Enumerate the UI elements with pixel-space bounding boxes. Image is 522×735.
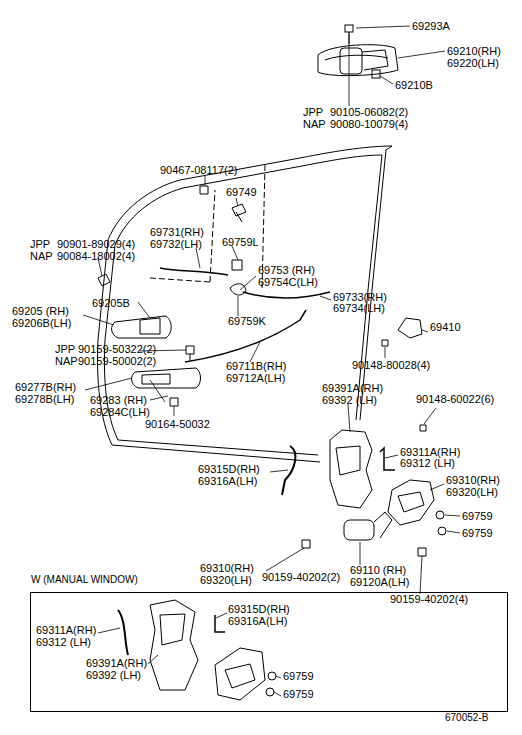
part-number: 69320(LH) [200,574,252,586]
part-number: 69753 (RH) [258,264,315,276]
part-number: 90159-50322(2) [78,343,156,355]
part-number: 69391A(RH) [322,382,383,394]
part-number: 90159-40202(4) [390,593,468,605]
part-number: 69731(RH) [150,226,204,238]
part-number: 69220(LH) [447,57,499,69]
part-number: 69210(RH) [447,45,501,57]
part-number: 69315D(RH) [228,603,290,615]
part-number: 69205 (RH) [12,305,69,317]
part-number: 69711B(RH) [226,360,286,372]
part-number: 69311A(RH) [36,624,96,636]
part-number: 90159-40202(2) [262,571,340,583]
part-number: 69759 [283,670,314,682]
market-code: NAP [303,118,326,130]
part-number: 90901-89029(4) [57,238,135,250]
part-number: 69210B [395,79,433,91]
market-code: JPP [55,343,75,355]
part-number: 69310(RH) [200,562,254,574]
fasteners [98,186,426,556]
part-number: 90084-18002(4) [57,250,135,262]
part-number: 69110 (RH) [350,564,406,576]
part-number: 69284C(LH) [90,406,150,418]
part-number: 69310(RH) [446,474,500,486]
part-number: 69205B [92,297,130,309]
part-number: 69732(LH) [150,238,202,250]
part-number: 69311A(RH) [400,446,460,458]
part-number: 69759L [222,236,259,248]
part-number: 69293A [412,20,450,32]
part-number: 69734(LH) [333,302,385,314]
part-number: 69278B(LH) [15,393,74,405]
part-number: 69312 (LH) [36,636,91,648]
part-number: 69283 (RH) [90,394,147,406]
part-number: 90159-50002(2) [78,355,156,367]
part-number: 90148-60022(6) [416,393,494,405]
part-number: 90080-10079(4) [330,118,408,130]
part-number: 69754C(LH) [258,276,318,288]
part-number: 69316A(LH) [228,615,287,627]
part-number: 69759K [228,315,266,327]
part-number: 69312 (LH) [400,457,455,469]
part-number: 69759 [462,510,493,522]
part-number: 69749 [226,186,257,198]
part-number: 69392 (LH) [86,669,141,681]
part-number: 69759 [462,527,493,539]
part-number: 69759 [283,688,314,700]
part-number: 69733(RH) [333,291,387,303]
part-number: 69712A(LH) [226,372,285,384]
bracket-part [398,318,422,338]
part-number: 90467-08117(2) [160,164,237,176]
part-number: 69410 [430,321,461,333]
rods [160,268,330,362]
market-code: NAP [55,355,78,367]
part-number: 69391A(RH) [86,657,147,669]
market-code: JPP [303,106,323,118]
part-number: 90148-80028(4) [352,359,430,371]
part-number: 90164-50032 [145,418,210,430]
part-number: 69320(LH) [446,486,498,498]
part-number: 69316A(LH) [198,475,257,487]
market-code: JPP [30,238,50,250]
part-number: 69315D(RH) [198,463,260,475]
market-code: NAP [30,250,53,262]
part-number: 69206B(LH) [12,317,71,329]
part-number: 69120A(LH) [350,576,409,588]
part-number: 69277B(RH) [15,381,76,393]
part-number: 90105-06082(2) [330,106,408,118]
inset-heading: W (MANUAL WINDOW) [31,574,138,586]
part-number: 69392 (LH) [322,394,377,406]
part-number: 670052-B [445,712,488,724]
outside-handle [318,25,398,78]
